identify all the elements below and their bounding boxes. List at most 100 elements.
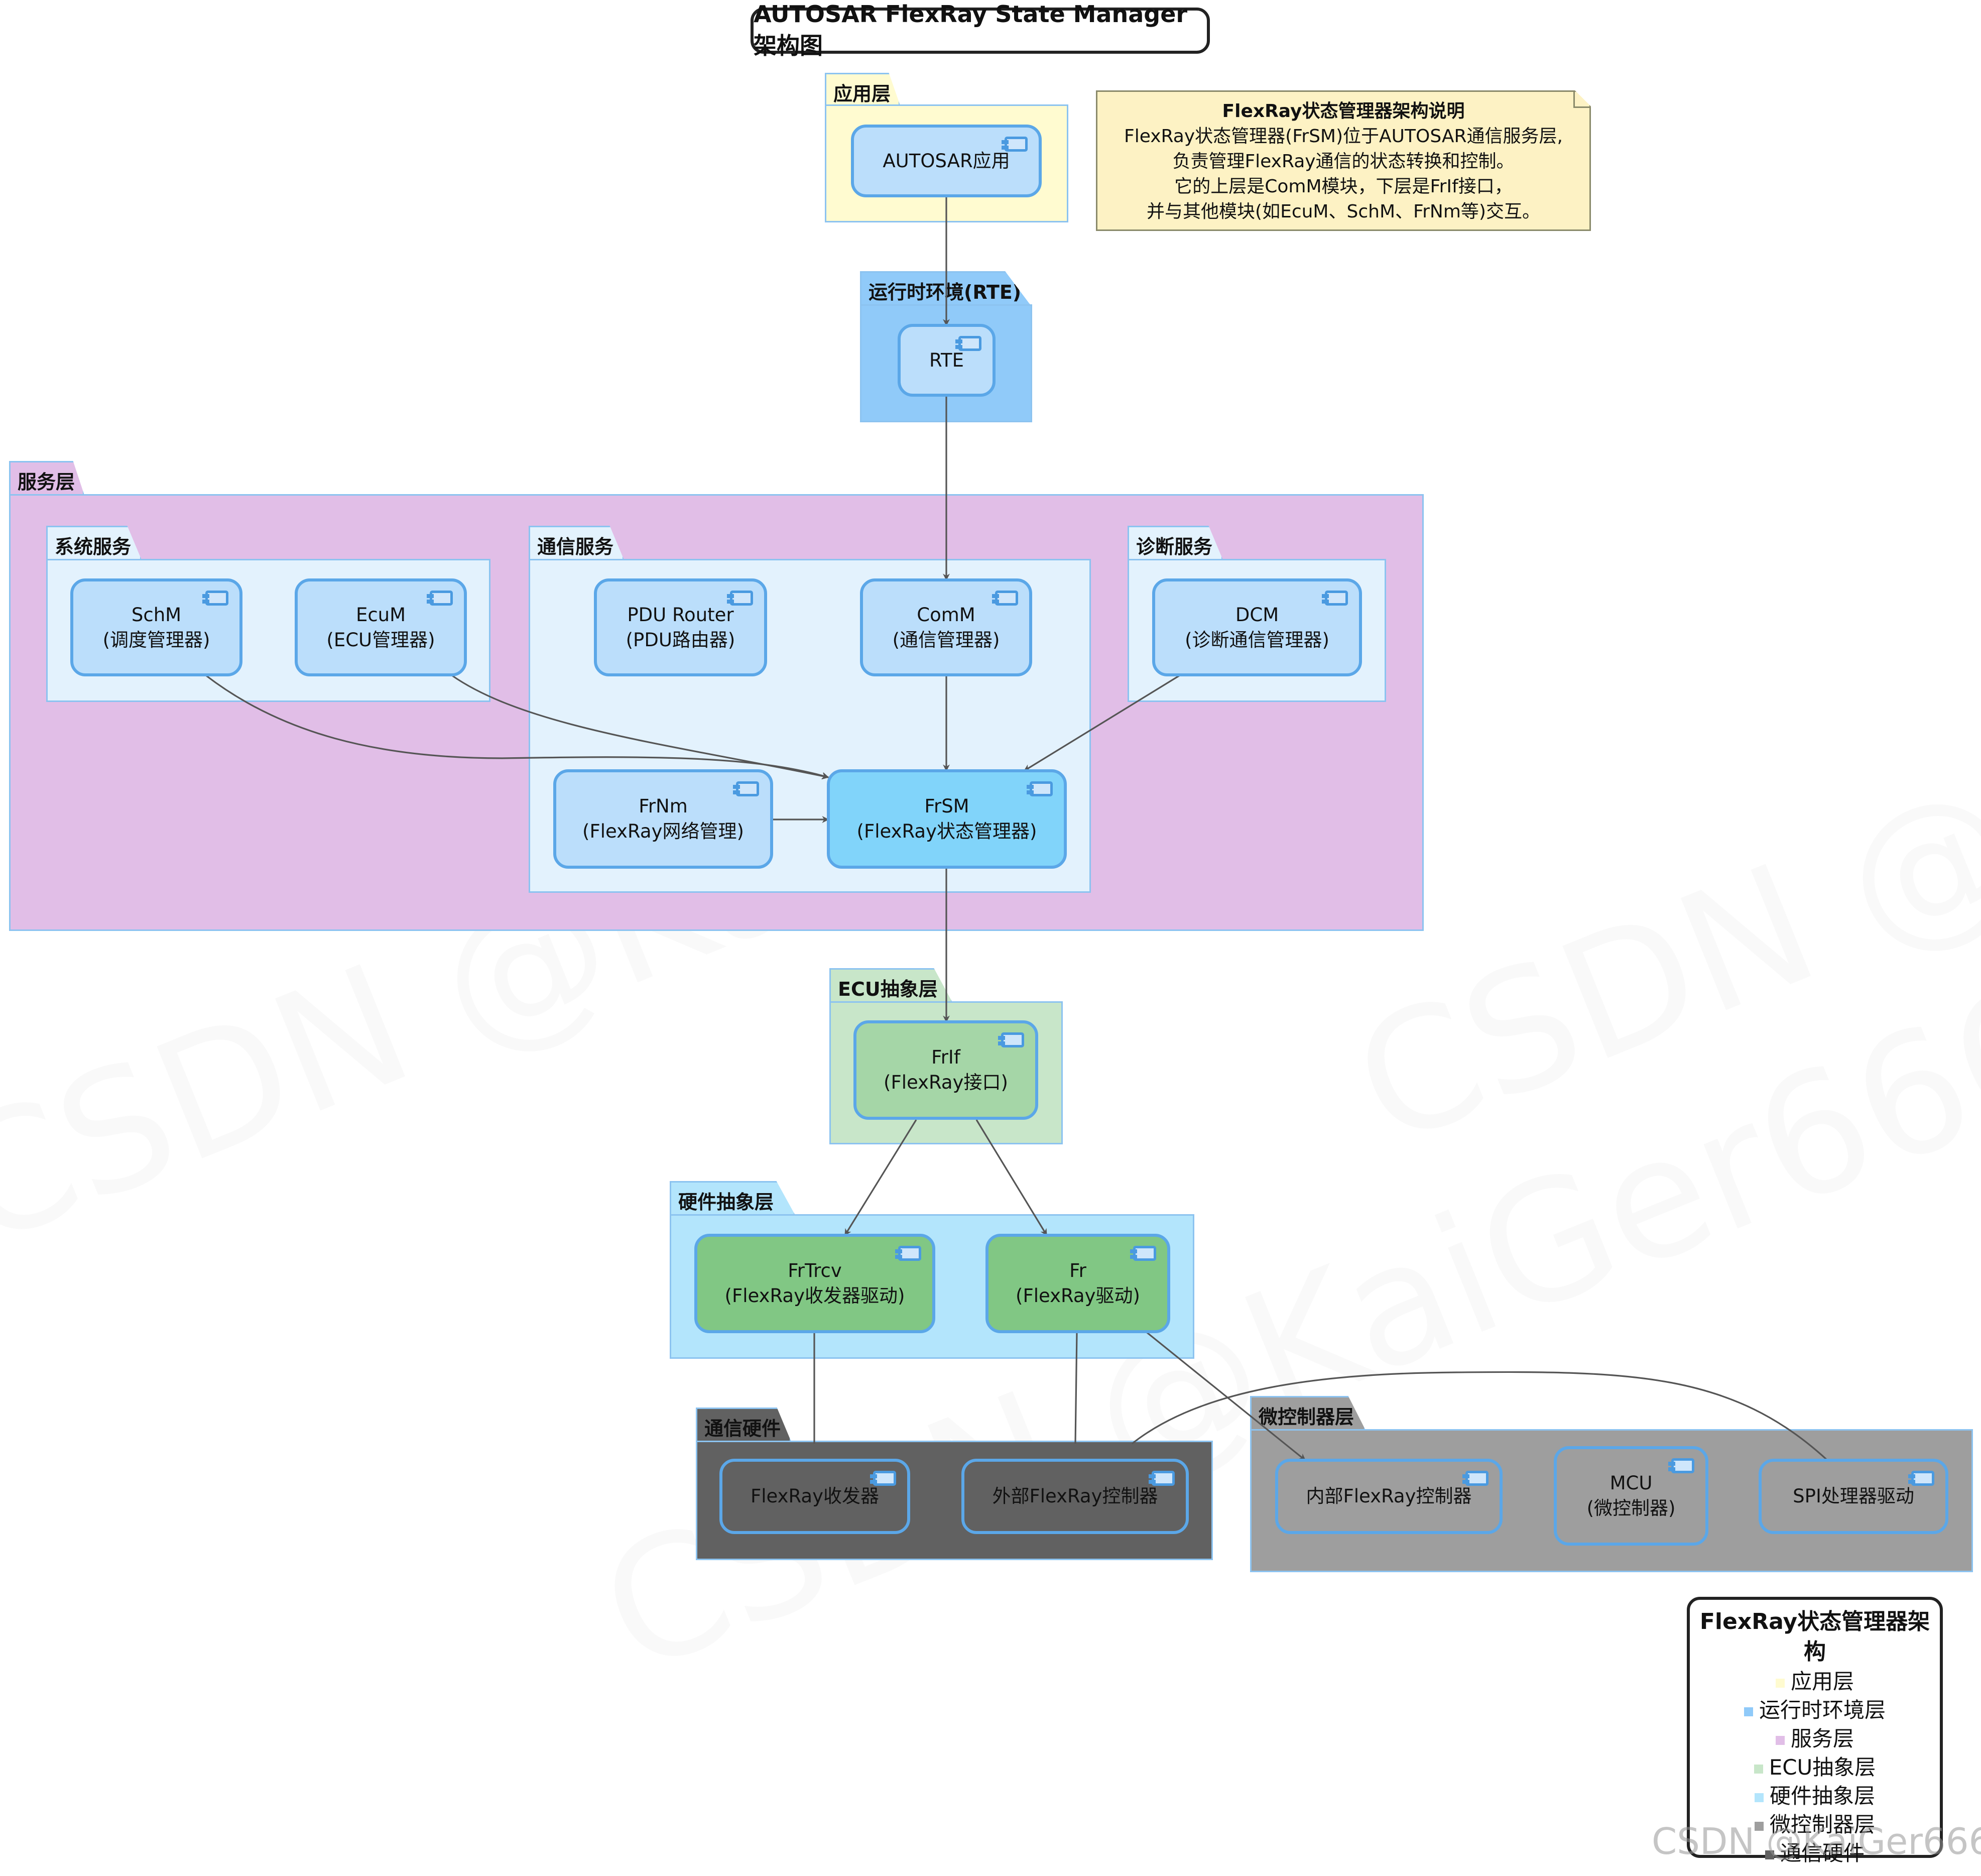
- legend-label: 服务层: [1790, 1726, 1854, 1751]
- legend-label: 应用层: [1790, 1669, 1854, 1694]
- edge-frif-fr: [975, 1119, 1048, 1236]
- node-label: FrIf: [931, 1046, 960, 1068]
- node-dcm: DCM (诊断通信管理器): [1152, 578, 1362, 676]
- node-label: PDU Router: [627, 604, 734, 626]
- node-sublabel: (调度管理器): [102, 629, 210, 651]
- edge-dcm-frsm: [1023, 674, 1180, 772]
- node-sublabel: (FlexRay状态管理器): [856, 820, 1037, 842]
- node-label: RTE: [929, 349, 964, 371]
- node-label: FlexRay收发器: [750, 1485, 880, 1507]
- legend-label: 微控制器层: [1769, 1812, 1875, 1837]
- node-sublabel: (FlexRay网络管理): [582, 820, 744, 842]
- node-ecum: EcuM (ECU管理器): [295, 578, 467, 676]
- component-icon: [1908, 1471, 1934, 1486]
- node-flexray-transceiver: FlexRay收发器: [719, 1459, 910, 1534]
- node-frsm: FrSM (FlexRay状态管理器): [827, 769, 1067, 869]
- component-icon: [1027, 781, 1053, 796]
- note-heading: FlexRay状态管理器架构说明: [1222, 101, 1465, 122]
- package-tab-diag: 诊断服务: [1128, 526, 1223, 560]
- watermark-corner: CSDN @KaiGer666: [1652, 1820, 1981, 1862]
- node-frtrcv: FrTrcv (FlexRay收发器驱动): [694, 1234, 935, 1333]
- node-sublabel: (FlexRay收发器驱动): [724, 1285, 905, 1307]
- component-icon: [998, 1032, 1024, 1047]
- legend-label: 通信硬件: [1780, 1841, 1865, 1865]
- legend-label: ECU抽象层: [1769, 1755, 1876, 1780]
- edge-ecum-frsm: [451, 674, 829, 780]
- component-icon: [1130, 1246, 1156, 1261]
- node-label: Fr: [1069, 1260, 1086, 1281]
- node-label: EcuM: [355, 604, 406, 626]
- legend-item: 通信硬件: [1690, 1839, 1940, 1867]
- component-icon: [870, 1471, 896, 1486]
- edge-fr-intctl: [1144, 1330, 1306, 1461]
- node-sublabel: (FlexRay接口): [884, 1072, 1008, 1093]
- package-tab-rte: 运行时环境(RTE): [860, 271, 1031, 305]
- legend-swatch: [1754, 1821, 1764, 1831]
- node-label: MCU: [1609, 1472, 1653, 1494]
- node-label: SchM: [131, 604, 182, 626]
- node-frnm: FrNm (FlexRay网络管理): [553, 769, 773, 869]
- legend-label: 硬件抽象层: [1769, 1784, 1875, 1808]
- legend-item: 硬件抽象层: [1690, 1782, 1940, 1810]
- component-icon: [733, 781, 759, 796]
- node-label: FrSM: [924, 795, 969, 817]
- component-icon: [427, 591, 453, 606]
- note-line: FlexRay状态管理器(FrSM)位于AUTOSAR通信服务层,: [1124, 126, 1563, 147]
- node-label: ComM: [917, 604, 975, 626]
- component-icon: [1462, 1471, 1489, 1486]
- component-icon: [955, 336, 981, 351]
- edge-schm-frsm: [205, 674, 829, 779]
- edge-fr-extctl: [1074, 1333, 1078, 1444]
- legend-swatch: [1775, 1678, 1785, 1688]
- legend-swatch: [1754, 1764, 1763, 1774]
- edge-frif-frtrcv: [844, 1119, 917, 1236]
- node-sublabel: (FlexRay驱动): [1016, 1285, 1140, 1307]
- legend-item: ECU抽象层: [1690, 1753, 1940, 1782]
- node-label: FrNm: [639, 795, 688, 817]
- package-tab-sys: 系统服务: [46, 526, 142, 560]
- note-line: 它的上层是ComM模块，下层是FrIf接口，: [1174, 176, 1513, 197]
- component-icon: [1668, 1458, 1694, 1473]
- node-internal-controller: 内部FlexRay控制器: [1275, 1459, 1503, 1534]
- edge-extctl-spi: [1132, 1371, 1828, 1461]
- package-tab-comm: 通信服务: [529, 526, 624, 560]
- component-icon: [895, 1246, 921, 1261]
- node-label: 外部FlexRay控制器: [992, 1485, 1158, 1507]
- component-icon: [727, 591, 753, 606]
- package-tab-ecu: ECU抽象层: [829, 968, 952, 1002]
- legend-item: 应用层: [1690, 1667, 1940, 1696]
- node-spi-driver: SPI处理器驱动: [1759, 1459, 1948, 1534]
- node-label: 内部FlexRay控制器: [1306, 1485, 1472, 1507]
- node-label: FrTrcv: [788, 1260, 842, 1281]
- package-tab-hw: 硬件抽象层: [670, 1181, 795, 1215]
- architecture-note: FlexRay状态管理器架构说明 FlexRay状态管理器(FrSM)位于AUT…: [1096, 90, 1591, 231]
- legend-item: 服务层: [1690, 1724, 1940, 1753]
- package-tab-mcu: 微控制器层: [1250, 1396, 1366, 1430]
- component-icon: [202, 591, 228, 606]
- node-frif: FrIf (FlexRay接口): [853, 1020, 1038, 1120]
- node-mcu: MCU (微控制器): [1554, 1446, 1708, 1546]
- note-line: 负责管理FlexRay通信的状态转换和控制。: [1172, 151, 1515, 172]
- legend-title: FlexRay状态管理器架构: [1699, 1609, 1930, 1665]
- note-line: 并与其他模块(如EcuM、SchM、FrNm等)交互。: [1147, 201, 1540, 222]
- component-icon: [1149, 1471, 1175, 1486]
- node-comm: ComM (通信管理器): [860, 578, 1032, 676]
- legend-item: 运行时环境层: [1690, 1696, 1940, 1724]
- node-external-controller: 外部FlexRay控制器: [961, 1459, 1189, 1534]
- node-label: AUTOSAR应用: [883, 150, 1010, 172]
- node-sublabel: (ECU管理器): [326, 629, 435, 651]
- legend-swatch: [1775, 1735, 1785, 1745]
- node-fr: Fr (FlexRay驱动): [985, 1234, 1170, 1333]
- legend: FlexRay状态管理器架构 应用层 运行时环境层 服务层 ECU抽象层 硬件抽…: [1687, 1597, 1943, 1865]
- legend-swatch: [1744, 1707, 1753, 1716]
- node-autosar-app: AUTOSAR应用: [851, 125, 1042, 197]
- legend-swatch: [1754, 1793, 1764, 1802]
- node-sublabel: (诊断通信管理器): [1185, 629, 1329, 651]
- node-label: SPI处理器驱动: [1793, 1485, 1914, 1507]
- node-sublabel: (通信管理器): [892, 629, 1000, 651]
- component-icon: [1322, 591, 1348, 606]
- legend-item: 微控制器层: [1690, 1810, 1940, 1839]
- component-icon: [1002, 137, 1028, 152]
- node-rte: RTE: [898, 324, 996, 397]
